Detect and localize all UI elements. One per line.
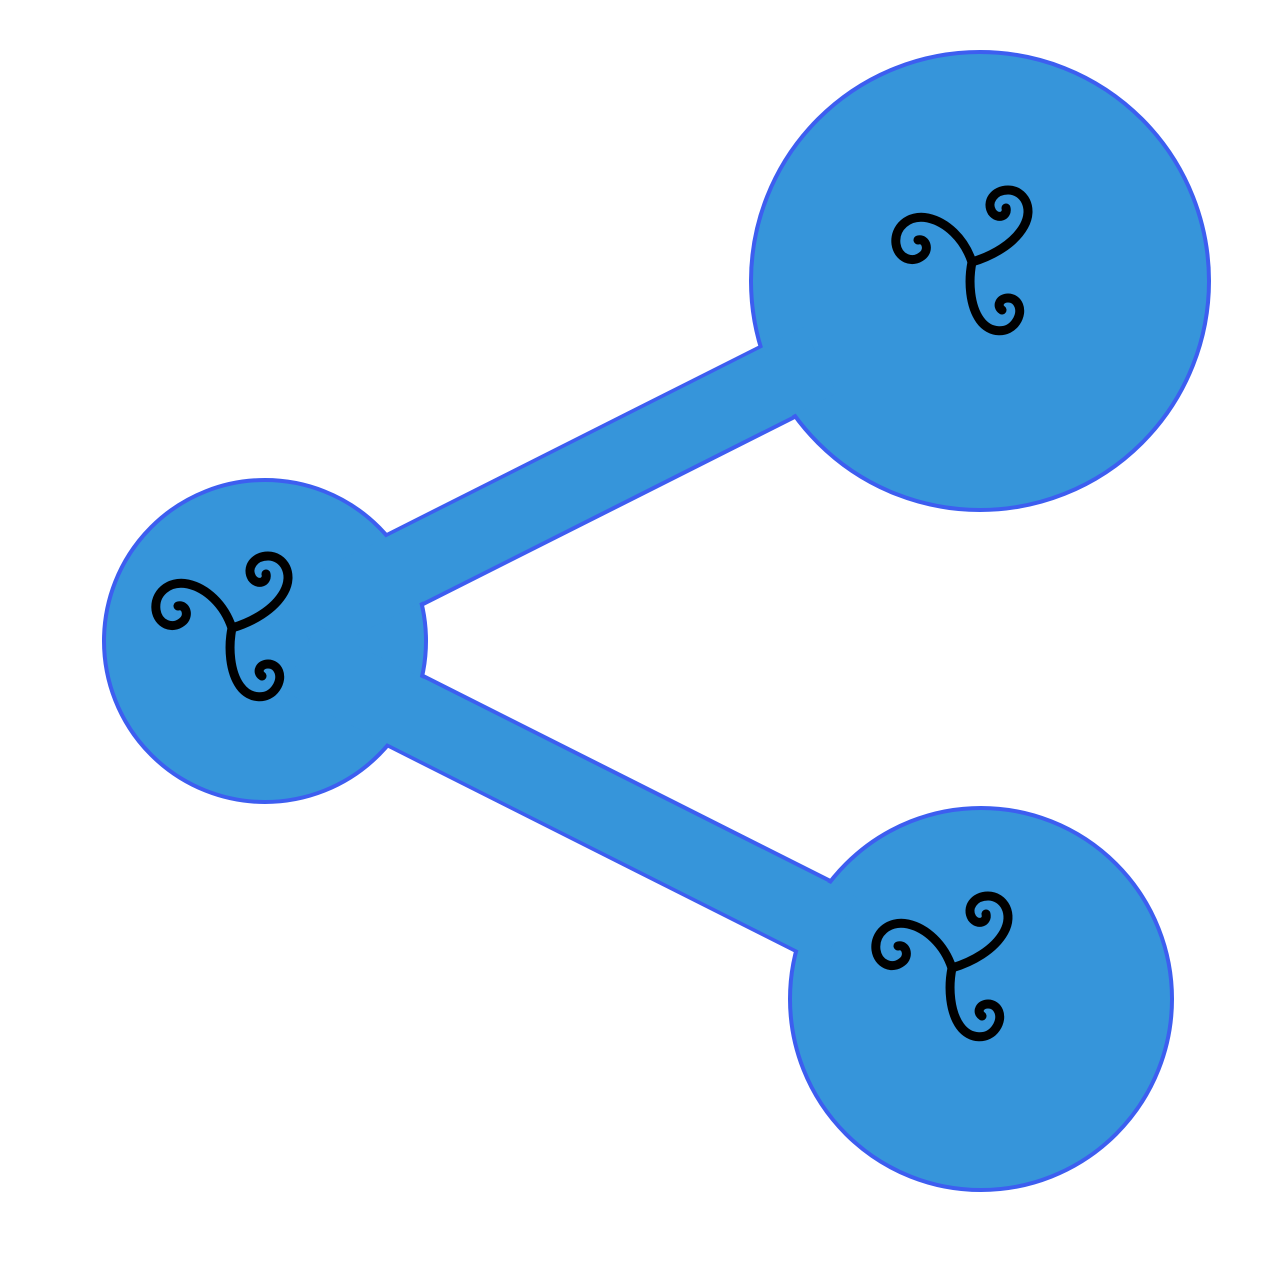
node-left	[102, 478, 428, 804]
node-bottom-right	[788, 806, 1174, 1192]
node-top-right	[749, 50, 1211, 512]
